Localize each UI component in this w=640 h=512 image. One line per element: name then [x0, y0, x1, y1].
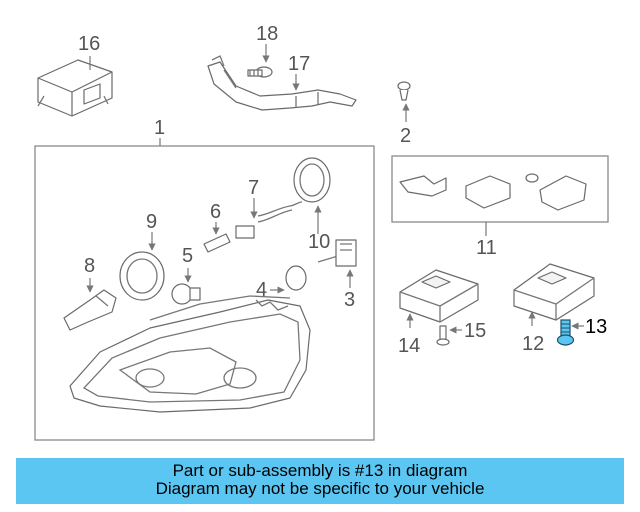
part-6-socket[interactable]: [203, 233, 231, 253]
part-4-retainer[interactable]: [285, 265, 307, 291]
callout-13: 13: [585, 316, 607, 338]
callout-14: 14: [398, 335, 420, 357]
callout-9: 9: [146, 211, 157, 233]
part-8-socket[interactable]: [63, 289, 117, 331]
part-11-brackets[interactable]: [399, 173, 587, 211]
part-17-bracket[interactable]: [207, 55, 357, 111]
callout-8: 8: [84, 255, 95, 277]
part-1-headlamp-housing[interactable]: [69, 295, 311, 413]
callout-6: 6: [210, 201, 221, 223]
part-2-clip[interactable]: [397, 81, 411, 101]
part-10-cover-ring[interactable]: [293, 157, 331, 203]
part-5-bulb[interactable]: [171, 283, 201, 305]
callout-18: 18: [256, 23, 278, 45]
callout-5: 5: [182, 245, 193, 267]
part-3-xenon-bulb[interactable]: [317, 239, 357, 267]
callout-15: 15: [464, 320, 486, 342]
part-16-control-module[interactable]: [37, 59, 113, 117]
part-18-screw[interactable]: [247, 66, 273, 78]
callout-17: 17: [288, 53, 310, 75]
part-7-wiring[interactable]: [235, 201, 303, 239]
callout-3: 3: [344, 289, 355, 311]
parts-diagram: 16 17 18 2 1 10: [34, 23, 609, 441]
callout-7: 7: [248, 177, 259, 199]
callout-10: 10: [308, 231, 330, 253]
part-15-screw[interactable]: [436, 325, 450, 346]
callout-2: 2: [400, 125, 411, 147]
callout-11: 11: [476, 237, 497, 259]
banner-line-2: Diagram may not be specific to your vehi…: [155, 479, 485, 498]
banner-line-1: Part or sub-assembly is #13 in diagram: [172, 461, 468, 480]
assembly-11-frame: [391, 155, 609, 223]
info-banner: Part or sub-assembly is #13 in diagram D…: [16, 458, 624, 504]
part-14-ballast[interactable]: [399, 269, 479, 323]
assembly-1-frame: [34, 145, 375, 441]
part-13-screw-highlighted[interactable]: [556, 319, 575, 346]
callout-1: 1: [154, 117, 165, 139]
callout-4: 4: [256, 279, 267, 301]
callout-12: 12: [522, 333, 544, 355]
part-9-ring[interactable]: [119, 251, 165, 301]
callout-16: 16: [78, 33, 100, 55]
part-12-ballast[interactable]: [513, 263, 595, 321]
